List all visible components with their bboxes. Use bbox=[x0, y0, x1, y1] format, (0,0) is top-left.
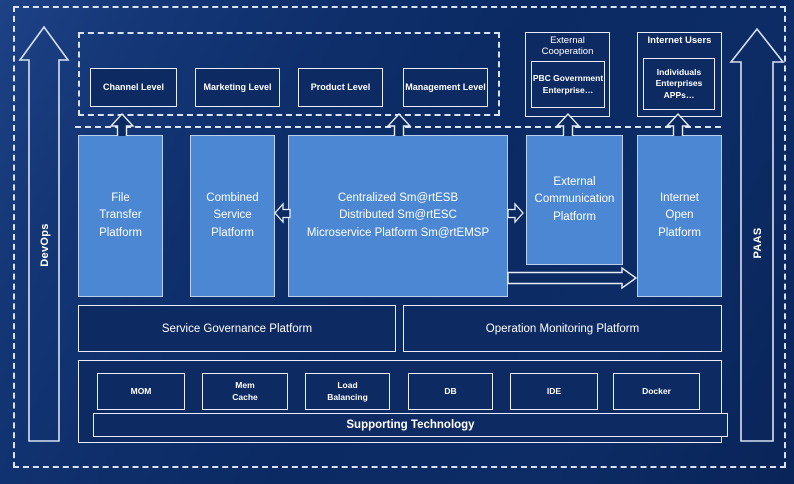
mem-cache-box: Mem Cache bbox=[202, 373, 288, 410]
db-box: DB bbox=[408, 373, 493, 410]
management-level-box: Management Level bbox=[403, 68, 488, 107]
docker-box: Docker bbox=[613, 373, 700, 410]
combined-service-platform-box: Combined Service Platform bbox=[190, 135, 275, 297]
devops-label: DevOps bbox=[39, 223, 51, 267]
levels-dashed-container bbox=[78, 32, 500, 116]
individuals-enterprises-apps-box: Individuals Enterprises APPs… bbox=[643, 58, 715, 110]
ide-box: IDE bbox=[510, 373, 598, 410]
supporting-technology-bar: Supporting Technology bbox=[93, 413, 728, 437]
product-level-box: Product Level bbox=[298, 68, 383, 107]
pbc-government-enterprise-box: PBC Government Enterprise… bbox=[531, 61, 605, 108]
outer-dashed-border bbox=[13, 6, 786, 468]
service-governance-platform-box: Service Governance Platform bbox=[78, 305, 396, 352]
separator-dashed-line bbox=[75, 126, 721, 128]
file-transfer-platform-box: File Transfer Platform bbox=[78, 135, 163, 297]
internet-open-platform-box: Internet Open Platform bbox=[637, 135, 722, 297]
channel-level-box: Channel Level bbox=[90, 68, 177, 107]
operation-monitoring-platform-box: Operation Monitoring Platform bbox=[403, 305, 722, 352]
paas-label: PAAS bbox=[752, 227, 764, 259]
load-balancing-box: Load Balancing bbox=[305, 373, 390, 410]
external-communication-platform-box: External Communication Platform bbox=[526, 135, 623, 265]
marketing-level-box: Marketing Level bbox=[195, 68, 280, 107]
internet-users-title: Internet Users bbox=[647, 35, 712, 46]
external-cooperation-title: External Cooperation bbox=[541, 35, 594, 57]
central-esb-platform-box: Centralized Sm@rtESB Distributed Sm@rtES… bbox=[288, 135, 508, 297]
mom-box: MOM bbox=[97, 373, 185, 410]
